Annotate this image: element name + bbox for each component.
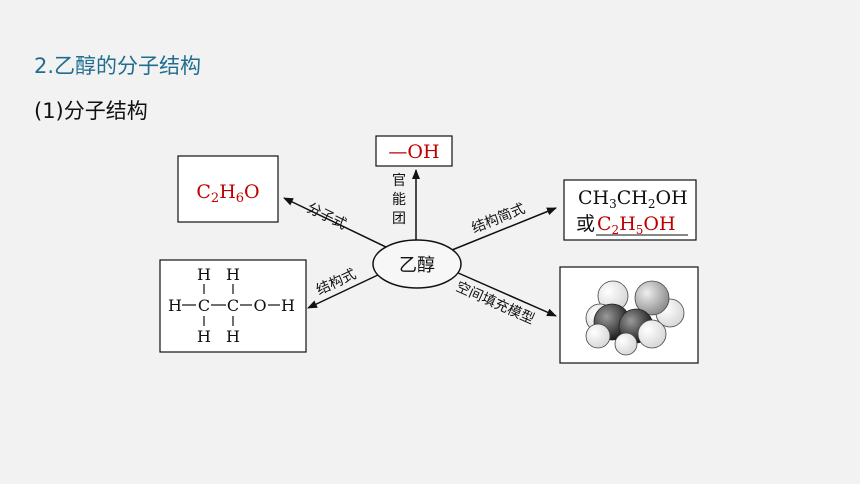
atom-h-left: H bbox=[168, 296, 182, 315]
molecular-formula-box bbox=[177, 155, 279, 223]
atom-o: O bbox=[253, 296, 266, 315]
simple-formula-line2: C2H5OH bbox=[597, 213, 676, 237]
label-functional-group-1: 官 bbox=[392, 173, 406, 189]
simple-formula-or: 或 bbox=[576, 213, 595, 235]
label-molecular-formula: 分子式 bbox=[304, 200, 349, 233]
simple-formula-line1: CH3CH2OH bbox=[578, 187, 688, 211]
arrow-molecular-formula bbox=[283, 197, 389, 249]
structural-formula-box bbox=[159, 259, 307, 353]
center-label: 乙醇 bbox=[399, 255, 435, 276]
arrow-space-filling bbox=[455, 271, 557, 317]
atom-h-bottom-2: H bbox=[226, 327, 240, 346]
atom-h-right: H bbox=[281, 296, 295, 315]
simple-formula-box bbox=[563, 179, 697, 241]
ethanol-space-filling-model-icon bbox=[585, 280, 685, 356]
subtitle: (1)分子结构 bbox=[34, 99, 148, 123]
atom-c1: C bbox=[198, 296, 210, 315]
label-space-filling: 空间填充模型 bbox=[453, 279, 536, 328]
atom-h-bottom-1: H bbox=[197, 327, 211, 346]
atom-h-top-1: H bbox=[197, 265, 211, 284]
label-functional-group-2: 能 bbox=[392, 192, 406, 208]
structural-formula: H H H C C O H H H bbox=[168, 265, 295, 346]
section-title: 2.乙醇的分子结构 bbox=[34, 54, 202, 78]
center-ellipse bbox=[372, 239, 462, 289]
arrow-structural-formula bbox=[307, 273, 381, 309]
molecular-formula-text: C2H6O bbox=[196, 181, 259, 206]
label-functional-group-3: 团 bbox=[392, 211, 406, 227]
functional-group-box bbox=[375, 135, 453, 167]
arrow-simple-formula bbox=[451, 207, 557, 251]
atom-c2: C bbox=[227, 296, 239, 315]
functional-group-text: —OH bbox=[388, 141, 439, 163]
atom-h-top-2: H bbox=[226, 265, 240, 284]
